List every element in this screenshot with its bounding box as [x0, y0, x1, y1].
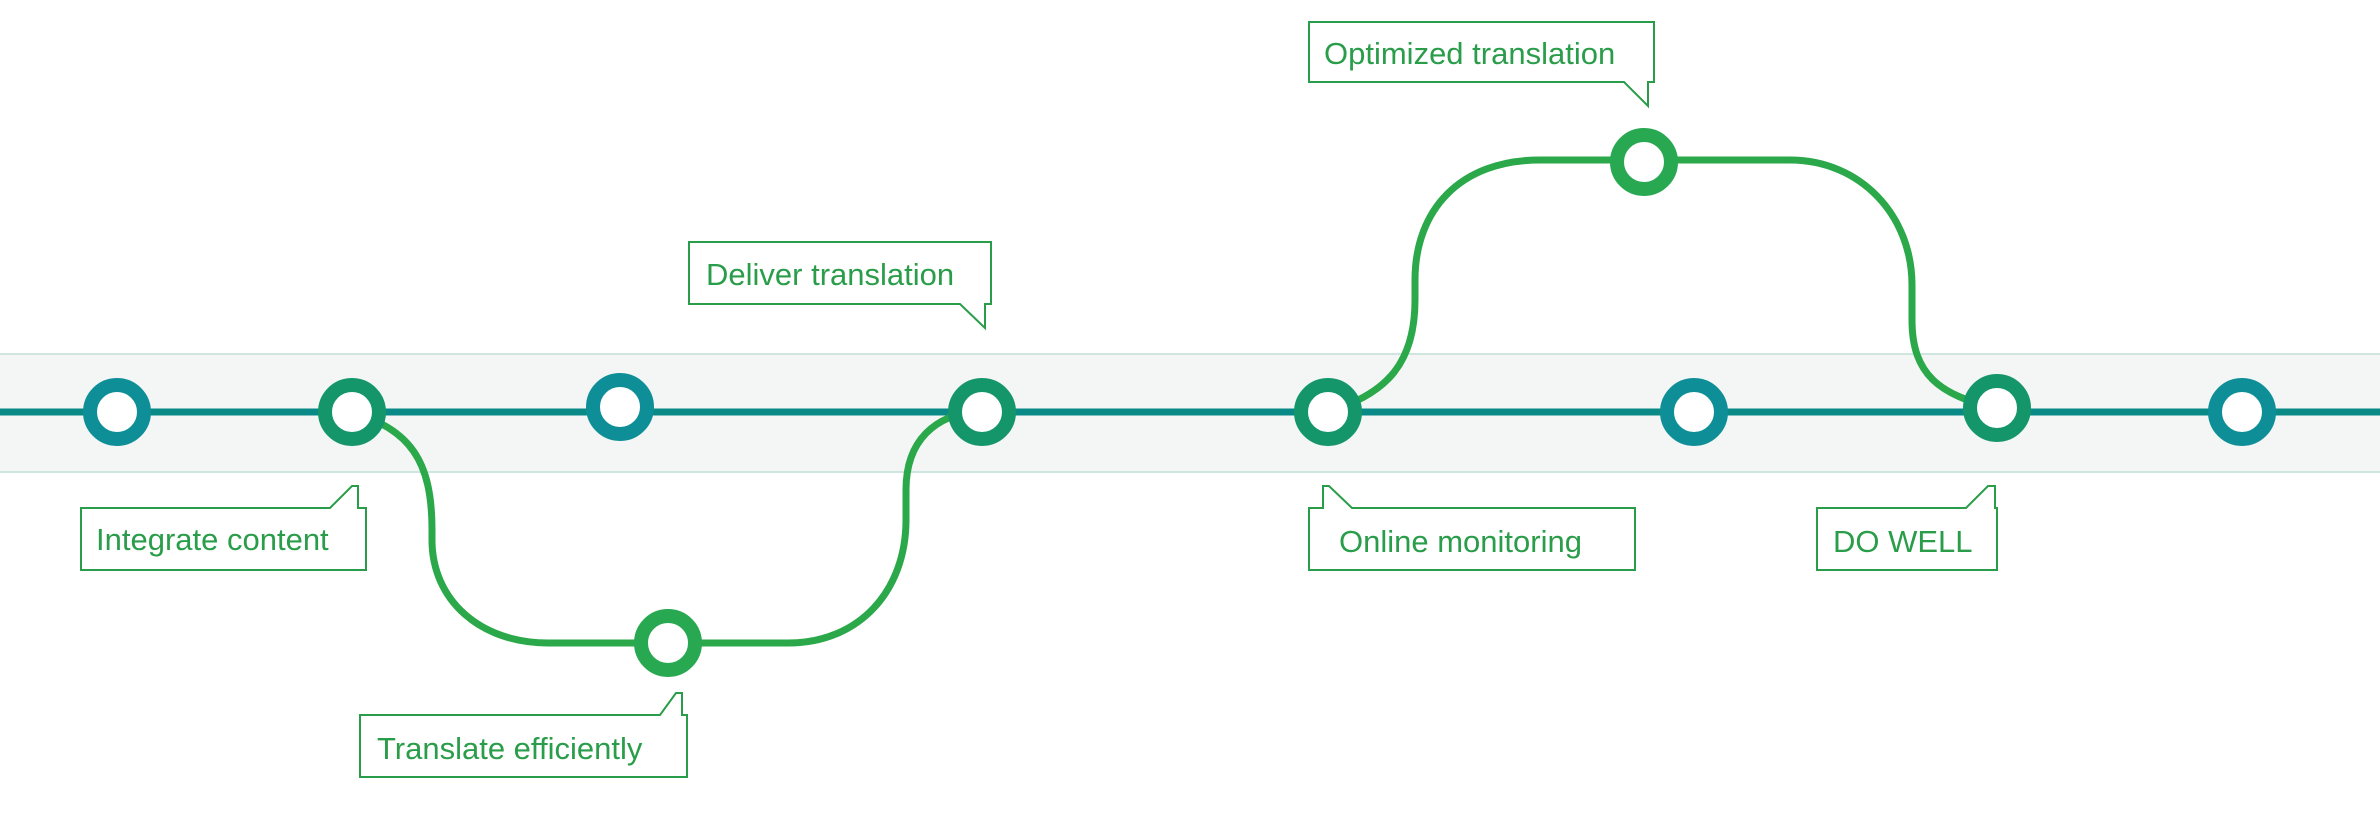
node-1: [83, 378, 151, 446]
node-monitoring: [1294, 378, 1362, 446]
label-monitoring: Online monitoring: [1339, 524, 1582, 559]
node-7: [1660, 378, 1728, 446]
callout-dowell: DO WELL: [1816, 485, 1998, 571]
node-optimized: [1610, 128, 1678, 196]
callout-translate: Translate efficiently: [359, 692, 688, 778]
label-integrate: Integrate content: [96, 522, 329, 557]
node-translate: [634, 609, 702, 677]
label-dowell: DO WELL: [1833, 524, 1973, 559]
callout-monitoring: Online monitoring: [1308, 485, 1636, 571]
node-dowell: [1963, 374, 2031, 442]
node-deliver: [948, 378, 1016, 446]
callout-integrate: Integrate content: [80, 485, 367, 571]
node-integrate: [318, 378, 386, 446]
label-optimized: Optimized translation: [1324, 36, 1615, 71]
callout-deliver: Deliver translation: [688, 241, 992, 331]
node-9: [2208, 378, 2276, 446]
node-3: [586, 373, 654, 441]
label-deliver: Deliver translation: [706, 257, 954, 292]
callout-optimized: Optimized translation: [1308, 21, 1655, 109]
label-translate: Translate efficiently: [377, 731, 643, 766]
